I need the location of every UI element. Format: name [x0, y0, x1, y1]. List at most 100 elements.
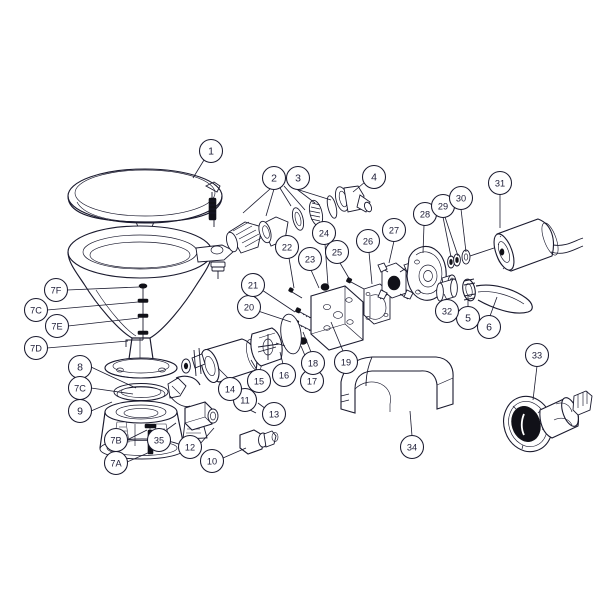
callout-32[interactable]: 32 [434, 298, 460, 324]
callout-label: 24 [319, 229, 329, 239]
sleeve-32 [436, 278, 458, 302]
callout-7e[interactable]: 7E [44, 313, 70, 339]
callout-10[interactable]: 10 [199, 448, 225, 474]
callout-33[interactable]: 33 [524, 342, 550, 368]
nut-24 [320, 283, 330, 291]
toilet-seat-lid [67, 168, 223, 230]
callout-7c[interactable]: 7C [67, 375, 93, 401]
callout-label: 22 [282, 243, 292, 253]
callout-3[interactable]: 3 [285, 165, 311, 191]
callout-21[interactable]: 21 [240, 272, 266, 298]
callout-circle [333, 349, 359, 375]
screw-25 [346, 277, 365, 290]
callout-16[interactable]: 16 [271, 362, 297, 388]
callout-7d[interactable]: 7D [23, 335, 49, 361]
toilet-bowl [67, 225, 235, 379]
callout-12[interactable]: 12 [177, 434, 203, 460]
callout-2[interactable]: 2 [261, 165, 287, 191]
callout-label: 3 [295, 173, 301, 185]
callout-label: 34 [407, 443, 417, 453]
discharge-hose-6 [475, 284, 533, 314]
callout-label: 6 [486, 322, 492, 334]
callout-circle [300, 350, 326, 376]
square-mounting-plate [298, 277, 365, 351]
callout-13[interactable]: 13 [261, 401, 287, 427]
callout-label: 2 [271, 173, 277, 185]
callout-label: 31 [495, 179, 505, 189]
callout-label: 7C [74, 384, 86, 394]
callout-label: 19 [341, 358, 351, 368]
callout-29[interactable]: 29 [430, 193, 456, 219]
threaded-nipple [226, 221, 263, 254]
callout-circle [246, 368, 272, 394]
callout-15[interactable]: 15 [246, 368, 272, 394]
callout-label: 8 [77, 362, 83, 374]
sleeve-clamp-hose [436, 278, 533, 314]
callout-circle [67, 398, 93, 424]
callout-27[interactable]: 27 [381, 217, 407, 243]
callout-24[interactable]: 24 [311, 220, 337, 246]
gasket-disc [280, 313, 302, 355]
callout-circle [271, 362, 297, 388]
callout-circle [198, 138, 224, 164]
o-ring-3 [326, 195, 338, 219]
callout-label: 27 [389, 226, 399, 236]
callout-circle [381, 217, 407, 243]
callout-4[interactable]: 4 [361, 164, 387, 190]
callout-circle [285, 165, 311, 191]
callout-circle [324, 239, 350, 265]
callout-5[interactable]: 5 [455, 305, 481, 331]
callout-label: 7E [51, 322, 62, 332]
callout-7a[interactable]: 7A [103, 450, 129, 476]
callout-label: 28 [420, 210, 430, 220]
callout-7f[interactable]: 7F [43, 277, 69, 303]
callout-6[interactable]: 6 [476, 314, 502, 340]
callout-label: 7D [30, 344, 42, 354]
callout-19[interactable]: 19 [333, 349, 359, 375]
callout-circle [448, 185, 474, 211]
callout-label: 7C [30, 306, 42, 316]
callout-26[interactable]: 26 [355, 228, 381, 254]
callout-14[interactable]: 14 [217, 376, 243, 402]
callout-18[interactable]: 18 [300, 350, 326, 376]
callout-label: 13 [269, 410, 279, 420]
callout-label: 32 [442, 307, 452, 317]
callout-30[interactable]: 30 [448, 185, 474, 211]
impeller-27 [377, 262, 414, 300]
callout-7c[interactable]: 7C [23, 297, 49, 323]
callout-circle [103, 450, 129, 476]
callout-circle [476, 314, 502, 340]
callout-20[interactable]: 20 [236, 294, 262, 320]
callout-22[interactable]: 22 [274, 234, 300, 260]
callout-label: 25 [332, 248, 342, 258]
callout-circle [311, 220, 337, 246]
callout-label: 14 [225, 385, 235, 395]
callout-8[interactable]: 8 [67, 354, 93, 380]
callout-circle [177, 434, 203, 460]
screw-21 [295, 307, 314, 320]
callout-circle [434, 298, 460, 324]
callout-35[interactable]: 35 [146, 427, 172, 453]
callout-25[interactable]: 25 [324, 239, 350, 265]
callout-label: 7A [110, 459, 122, 469]
bolt-washer-stack-left [125, 283, 149, 347]
callout-31[interactable]: 31 [487, 170, 513, 196]
callout-34[interactable]: 34 [399, 434, 425, 460]
callout-circle [23, 335, 49, 361]
inlet-fittings-group [226, 185, 373, 254]
callout-circle [399, 434, 425, 460]
panel-rotary-switch-33 [503, 390, 593, 453]
callout-label: 18 [308, 359, 318, 369]
callout-circle [261, 165, 287, 191]
callout-circle [274, 234, 300, 260]
callout-7b[interactable]: 7B [103, 427, 129, 453]
callout-label: 35 [154, 436, 164, 446]
callout-label: 21 [248, 281, 258, 291]
plug-10 [239, 429, 279, 455]
pump-cover-shroud-34 [340, 356, 454, 414]
callout-1[interactable]: 1 [198, 138, 224, 164]
callout-9[interactable]: 9 [67, 398, 93, 424]
callout-23[interactable]: 23 [297, 246, 323, 272]
callout-circle [43, 277, 69, 303]
